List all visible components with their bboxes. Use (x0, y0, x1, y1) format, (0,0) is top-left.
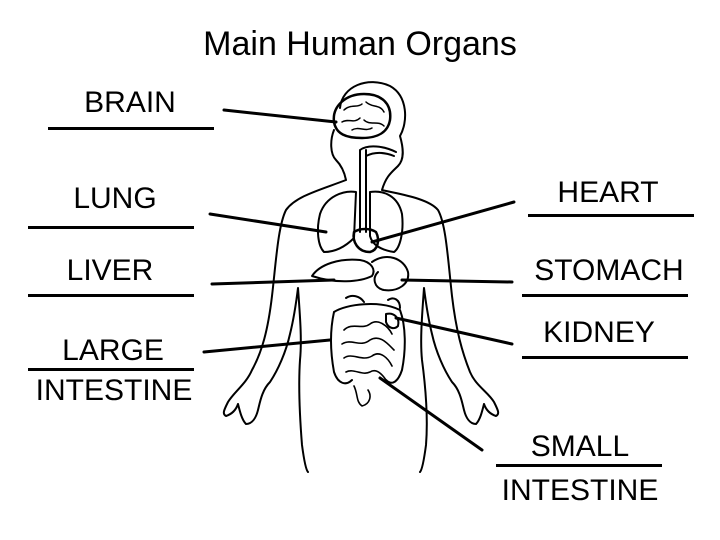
label-brain: BRAIN (84, 86, 176, 119)
blank-line-brain (48, 127, 214, 130)
label-heart: HEART (557, 176, 659, 209)
small-intestine (341, 321, 395, 407)
blank-line-small-intestine (496, 464, 662, 467)
label-kidney: KIDNEY (543, 316, 655, 349)
diagram-title: Main Human Organs (203, 25, 517, 63)
pointer-small-intestine (378, 376, 484, 452)
heart (352, 227, 380, 254)
label-large-intestine-line2: INTESTINE (35, 374, 193, 407)
label-liver: LIVER (66, 254, 154, 287)
blank-line-heart (528, 214, 694, 217)
label-small-intestine-line2: INTESTINE (501, 474, 659, 507)
pointer-kidney (394, 316, 514, 346)
pointer-lung (208, 212, 328, 234)
liver (311, 258, 375, 283)
pointer-heart (370, 200, 516, 244)
blank-line-stomach (522, 294, 688, 297)
blank-line-liver (28, 294, 194, 297)
left-lung (316, 190, 357, 253)
pointer-liver (210, 278, 336, 286)
trachea (359, 145, 397, 233)
label-large-intestine-line1: LARGE (62, 334, 164, 367)
label-lung: LUNG (73, 182, 157, 215)
blank-line-kidney (522, 356, 688, 359)
brain-outline (332, 92, 392, 140)
label-stomach: STOMACH (534, 254, 684, 287)
body-outline (339, 81, 500, 473)
stomach (371, 256, 410, 292)
label-small-intestine-line1: SMALL (530, 430, 630, 463)
brain-folds (341, 101, 385, 131)
right-lung (369, 190, 404, 253)
large-intestine (330, 294, 406, 385)
blank-line-large-intestine (28, 368, 194, 371)
pointer-stomach (400, 278, 514, 284)
pointer-large-intestine (202, 338, 332, 354)
kidney (385, 312, 400, 330)
pointer-brain (222, 108, 338, 124)
blank-line-lung (28, 226, 194, 229)
body-outline-left (222, 129, 347, 473)
